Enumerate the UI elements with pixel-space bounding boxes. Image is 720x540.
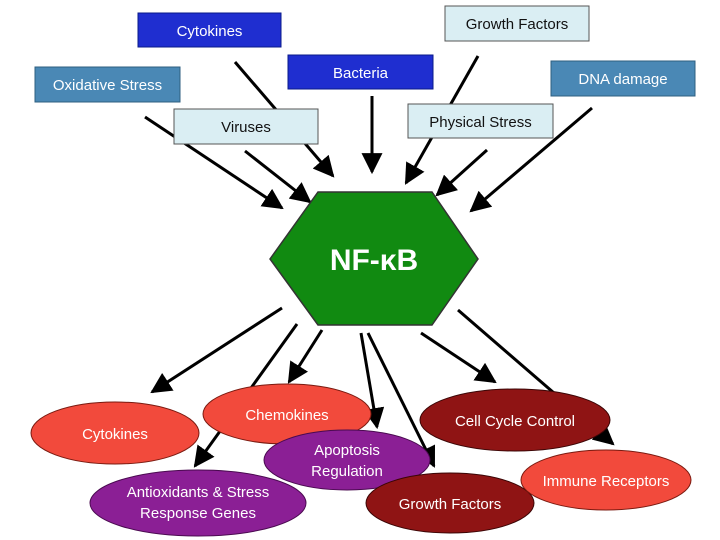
output-oval-cell-cycle: Cell Cycle Control: [419, 388, 611, 452]
arrow-cellcycle-out: [420, 331, 497, 384]
output-oval-growth-factors: Growth Factors: [365, 472, 535, 534]
arrow-growth-out: [366, 332, 436, 468]
input-label: Physical Stress: [429, 114, 532, 131]
input-label: Viruses: [221, 119, 271, 136]
input-box-growth-factors: Growth Factors: [444, 5, 590, 42]
arrow-dna-in: [469, 106, 593, 213]
output-oval-immune-receptors: Immune Receptors: [520, 449, 692, 511]
arrow-apoptosis-out: [359, 332, 385, 430]
input-box-dna-damage: DNA damage: [550, 60, 696, 97]
input-box-physical-stress: Physical Stress: [407, 103, 554, 139]
output-label: Apoptosis: [314, 442, 380, 459]
hub-label: NF-κB: [330, 244, 418, 277]
output-label: Growth Factors: [399, 496, 502, 513]
input-label: DNA damage: [578, 71, 667, 88]
output-ovals: Cytokines Chemokines Antioxidants & Stre…: [30, 383, 692, 537]
arrow-chemokines-out: [287, 329, 324, 384]
input-label: Bacteria: [333, 65, 389, 82]
input-box-cytokines: Cytokines: [137, 12, 282, 48]
output-label: Antioxidants & Stress: [127, 484, 270, 501]
output-oval-cytokines: Cytokines: [30, 401, 200, 465]
output-label-line2: Regulation: [311, 463, 383, 480]
hub-hexagon: [269, 191, 479, 326]
output-label-line2: Response Genes: [140, 505, 256, 522]
arrow-physical-in: [435, 148, 489, 197]
input-box-bacteria: Bacteria: [287, 54, 434, 90]
output-oval-antioxidants: Antioxidants & Stress Response Genes: [89, 469, 307, 537]
arrow-oxidative-in: [144, 115, 284, 210]
input-boxes: Cytokines Growth Factors Oxidative Stres…: [34, 5, 696, 145]
output-label: Immune Receptors: [543, 473, 670, 490]
input-label: Growth Factors: [466, 16, 569, 33]
output-label: Cell Cycle Control: [455, 413, 575, 430]
nfkb-hub: NF-κB: [269, 191, 479, 326]
arrow-cytokines-out: [150, 306, 283, 394]
output-label: Cytokines: [82, 426, 148, 443]
output-oval-chemokines: Chemokines: [202, 383, 372, 445]
arrow-viruses-in: [244, 149, 312, 204]
input-label: Cytokines: [177, 23, 243, 40]
input-box-oxidative-stress: Oxidative Stress: [34, 66, 181, 103]
output-oval-apoptosis: Apoptosis Regulation: [263, 429, 431, 491]
output-label: Chemokines: [245, 407, 328, 424]
input-box-viruses: Viruses: [173, 108, 319, 145]
input-label: Oxidative Stress: [53, 77, 162, 94]
